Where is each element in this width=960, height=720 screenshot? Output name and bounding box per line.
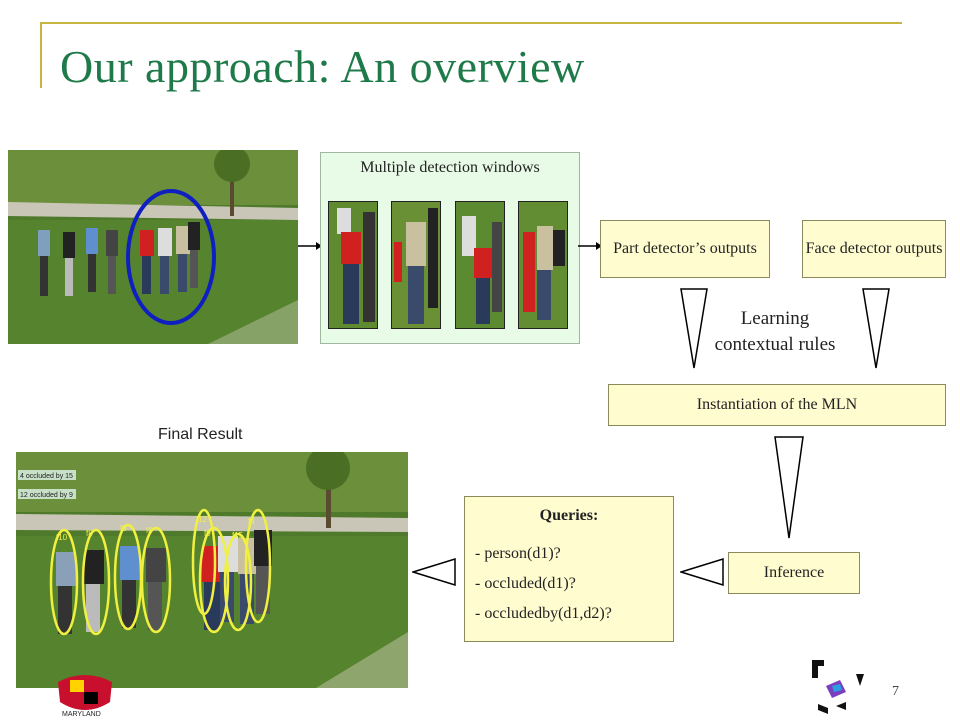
detection-ellipse-f15	[223, 532, 253, 632]
detection-id-f10: f10	[56, 533, 68, 542]
detection-crop-2	[391, 201, 441, 329]
arrow-inference-to-queries	[680, 558, 724, 586]
annotation-labels: 4 occluded by 15 12 occluded by 9	[18, 470, 76, 499]
maryland-logo-text: MARYLAND	[62, 711, 101, 718]
detection-id-f6: f6	[146, 526, 153, 535]
detection-ellipse-f10	[49, 528, 79, 636]
inference-box: Inference	[728, 552, 860, 594]
arrow-queries-to-result	[412, 558, 456, 586]
detection-ellipses	[49, 508, 272, 636]
face-detector-box: Face detector outputs	[802, 220, 946, 278]
detection-id-labels: f10 f8 f5 f6 f12 f9 f15 f4	[56, 515, 255, 542]
detection-ellipse-f4	[244, 508, 272, 624]
query-item-person: - person(d1)?	[475, 545, 561, 562]
final-result-image: 4 occluded by 15 12 occluded by 9 f10 f8…	[16, 452, 408, 688]
detection-ellipse-f8	[81, 528, 111, 636]
queries-title: Queries:	[539, 507, 599, 524]
query-item-occluded: - occluded(d1)?	[475, 575, 576, 592]
detection-windows-panel: Multiple detection windows	[320, 152, 580, 344]
detection-id-f8: f8	[86, 529, 93, 538]
page-number: 7	[892, 684, 899, 699]
detection-id-f9: f9	[204, 529, 211, 538]
top-rule	[40, 22, 902, 24]
arrow-to-panel	[298, 242, 322, 250]
part-detector-box: Part detector’s outputs	[600, 220, 770, 278]
arrow-to-part-detector	[578, 242, 602, 250]
detection-ellipse-f6	[140, 526, 172, 634]
input-photo	[8, 150, 298, 344]
query-item-occludedby: - occludedby(d1,d2)?	[475, 605, 612, 622]
learning-rules-label: Learning contextual rules	[700, 306, 850, 358]
maryland-logo: MARYLAND	[58, 675, 112, 718]
detection-ellipse-f9	[198, 526, 230, 634]
arrow-face-to-mln	[862, 288, 890, 369]
learning-label-line2: contextual rules	[714, 334, 836, 355]
final-result-label: Final Result	[158, 426, 243, 443]
queries-box: Queries: - person(d1)? - occluded(d1)? -…	[464, 496, 674, 642]
detection-id-f12: f12	[196, 515, 208, 524]
annotation-1: 4 occluded by 15	[20, 473, 73, 480]
lab-logo	[812, 660, 864, 714]
blue-detection-ellipse	[126, 189, 216, 325]
slide-title: Our approach: An overview	[60, 41, 585, 92]
detection-id-f5: f5	[120, 524, 127, 533]
detection-crop-3	[455, 201, 505, 329]
mln-instantiation-box: Instantiation of the MLN	[608, 384, 946, 426]
learning-label-line1: Learning	[740, 308, 810, 329]
detection-id-f15: f15	[232, 531, 244, 540]
arrow-part-to-mln	[680, 288, 708, 369]
detection-crop-1	[328, 201, 378, 329]
annotation-2: 12 occluded by 9	[20, 492, 73, 499]
arrow-mln-to-inference	[774, 436, 804, 539]
left-rule	[40, 22, 42, 88]
detection-id-f4: f4	[248, 517, 255, 526]
detection-panel-title: Multiple detection windows	[360, 159, 540, 176]
people-group	[38, 222, 200, 296]
detection-crop-4	[518, 201, 568, 329]
